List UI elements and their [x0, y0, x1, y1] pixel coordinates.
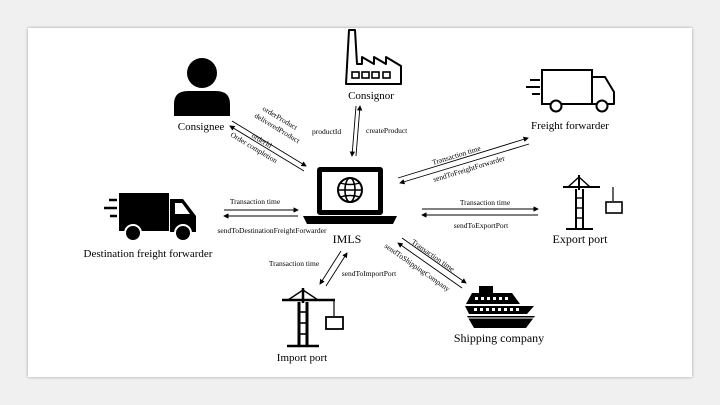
- edge-label-export-transaction-time: Transaction time: [460, 198, 511, 207]
- imls-diagram: IMLS Consignor Consignee Freight forward…: [84, 29, 623, 364]
- slide: IMLS Consignor Consignee Freight forward…: [28, 28, 692, 377]
- center-label: IMLS: [333, 232, 362, 246]
- consignee-arrow-out: [229, 125, 305, 172]
- import-port-arrow-in: [325, 252, 348, 287]
- import-port-arrow-out: [319, 250, 342, 285]
- edge-label-createproduct: createProduct: [366, 126, 408, 135]
- edge-label-productid: productId: [312, 127, 341, 136]
- consignor-label: Consignor: [348, 90, 394, 102]
- edge-label-sendtoexportport: sendToExportPort: [454, 221, 509, 230]
- edge-label-dest-transaction-time: Transaction time: [230, 197, 281, 206]
- freight-forwarder-truck-icon: [526, 69, 615, 113]
- edge-arrows: [223, 105, 539, 289]
- cruise-ship-icon: [465, 286, 535, 328]
- shipping-company-arrow-out: [401, 237, 467, 284]
- consignee-arrow-in: [231, 120, 307, 167]
- import-crane-icon: [282, 288, 344, 348]
- import-port-label: Import port: [277, 352, 327, 364]
- edge-label-sendtodestinationfreightforwarder: sendToDestinationFreightForwarder: [217, 226, 327, 235]
- person-icon: [174, 58, 230, 116]
- consignor-arrow-out: [355, 105, 363, 157]
- freight-forwarder-arrow-out: [397, 136, 529, 179]
- shipping-company-label: Shipping company: [454, 331, 544, 345]
- edge-label-import-transaction-time: Transaction time: [269, 259, 320, 268]
- edge-label-sendtoimportport: sendToImportPort: [342, 269, 397, 278]
- destination-truck-icon: [104, 193, 196, 242]
- freight-forwarder-label: Freight forwarder: [531, 120, 609, 132]
- consignor-arrow-in: [349, 105, 357, 157]
- export-crane-icon: [563, 175, 623, 230]
- export-port-label: Export port: [553, 232, 609, 246]
- consignee-label: Consignee: [178, 121, 225, 133]
- shipping-company-arrow-in: [397, 242, 463, 289]
- laptop-globe-icon: [303, 167, 397, 224]
- freight-forwarder-arrow-in: [399, 143, 530, 185]
- factory-icon: [345, 29, 402, 85]
- destination-ff-label: Destination freight forwarder: [84, 248, 213, 260]
